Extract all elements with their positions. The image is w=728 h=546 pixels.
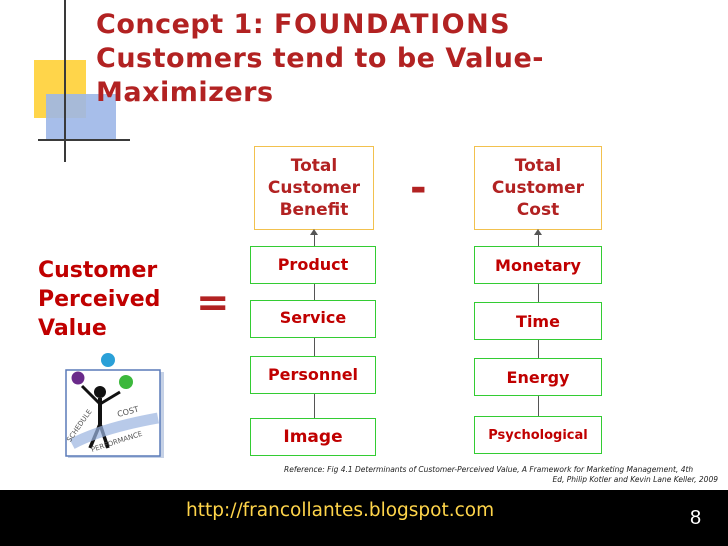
cpv-line-3: Value	[38, 316, 107, 341]
cost-head-line-1: Total	[514, 156, 562, 176]
benefit-head-line-1: Total	[290, 156, 338, 176]
title-line-2: Customers tend to be Value-	[96, 43, 544, 74]
benefit-item-image: Image	[250, 418, 376, 456]
cost-connector	[538, 340, 539, 358]
cost-item-energy: Energy	[474, 358, 602, 396]
decorative-horizontal-line	[38, 139, 130, 141]
cost-item-time: Time	[474, 302, 602, 340]
cpv-line-2: Perceived	[38, 287, 161, 312]
benefit-item-service: Service	[250, 300, 376, 338]
juggler-icon: SCHEDULE COST PERFORMANCE	[62, 348, 166, 460]
benefit-connector	[314, 284, 315, 300]
benefit-head-line-2: Customer	[267, 178, 361, 198]
cost-item-psychological: Psychological	[474, 416, 602, 454]
cpv-line-1: Customer	[38, 258, 158, 283]
equals-sign: =	[196, 280, 230, 326]
page-number: 8	[690, 507, 702, 529]
benefit-connector	[314, 234, 315, 246]
reference-line-2: Ed, Philip Kotler and Kevin Lane Keller,…	[552, 475, 718, 484]
slide-title: Concept 1: FOUNDATIONS Customers tend to…	[96, 8, 716, 110]
customer-perceived-value-label: Customer Perceived Value	[38, 256, 160, 343]
benefit-item-product: Product	[250, 246, 376, 284]
minus-sign: -	[410, 165, 427, 211]
title-line-1: Concept 1: FOUNDATIONS	[96, 8, 716, 42]
footer-bar	[0, 490, 728, 546]
title-line-3: Maximizers	[96, 77, 274, 108]
total-customer-cost-box: Total Customer Cost	[474, 146, 602, 230]
cost-connector	[538, 284, 539, 302]
benefit-connector	[314, 338, 315, 356]
cost-arrow-up-icon	[534, 229, 542, 235]
benefit-connector	[314, 394, 315, 418]
cost-connector	[538, 234, 539, 246]
cost-item-monetary: Monetary	[474, 246, 602, 284]
total-customer-benefit-box: Total Customer Benefit	[254, 146, 374, 230]
title-keyword: FOUNDATIONS	[274, 9, 512, 40]
decorative-blue-square	[46, 94, 116, 140]
cost-head-line-2: Customer	[491, 178, 585, 198]
reference-line-1: Reference: Fig 4.1 Determinants of Custo…	[284, 465, 694, 474]
title-concept: Concept 1:	[96, 9, 265, 40]
benefit-item-personnel: Personnel	[250, 356, 376, 394]
cost-connector	[538, 396, 539, 416]
benefit-head-line-3: Benefit	[279, 200, 349, 220]
cost-head-line-3: Cost	[516, 200, 560, 220]
reference-note: Reference: Fig 4.1 Determinants of Custo…	[240, 465, 718, 485]
decorative-vertical-line	[64, 0, 66, 162]
footer-url-link[interactable]: http://francollantes.blogspot.com	[186, 500, 495, 521]
benefit-arrow-up-icon	[310, 229, 318, 235]
